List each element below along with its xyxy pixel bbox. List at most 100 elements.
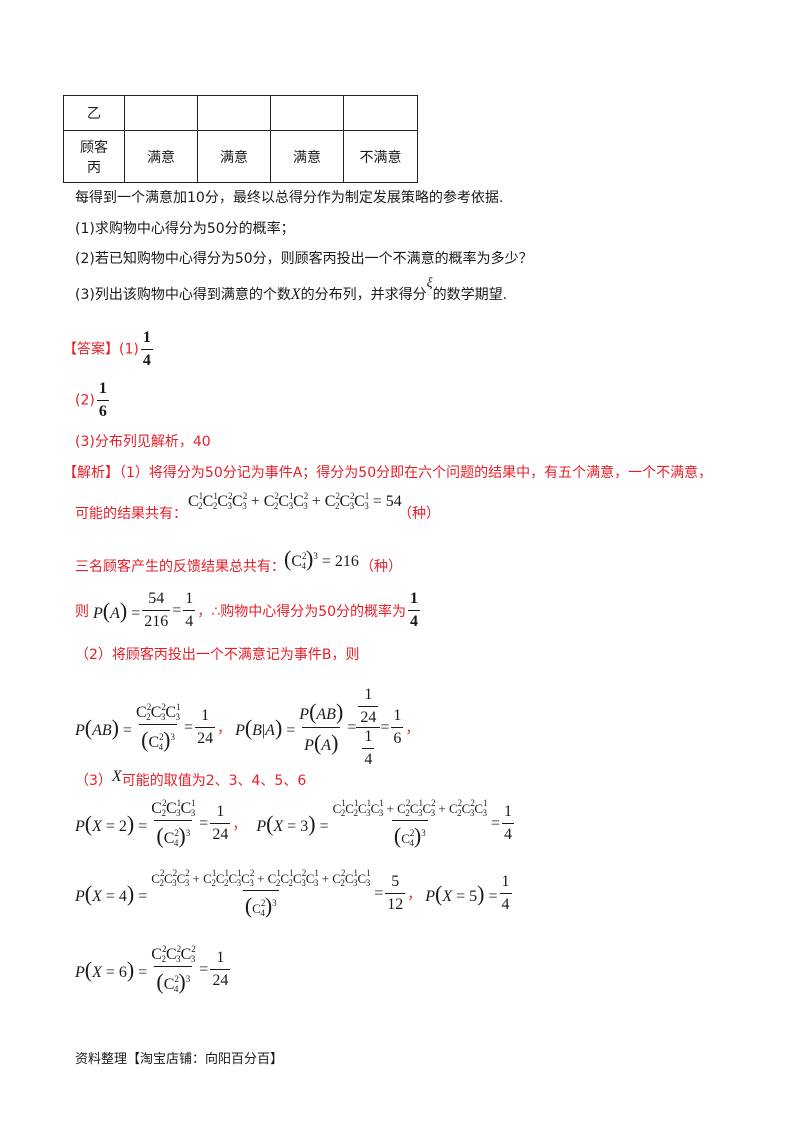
denominator: 4 <box>499 893 512 914</box>
analysis-text: 可能的结果共有： <box>75 506 187 522</box>
denominator: 216 <box>142 610 171 631</box>
numerator: 54 <box>148 590 165 607</box>
question-2: (2)若已知购物中心得分为50分，则顾客丙投出一个不满意的概率为多少？ <box>75 251 533 267</box>
analysis-line-1: 【解析】（1）将得分为50分记为事件A；得分为50分即在六个问题的结果中，有五个… <box>63 462 712 482</box>
table-cell: 满意 <box>270 130 344 183</box>
analysis-text: （3） <box>75 773 112 789</box>
table-cell <box>124 95 198 131</box>
denominator: 4 <box>140 349 153 370</box>
total-formula: (C24)3 = 216 <box>284 546 359 571</box>
fraction: C22C23C23 (C24)3 <box>151 944 196 994</box>
fraction: P(AB) P(A) <box>299 699 344 755</box>
denominator: 4 <box>362 748 375 769</box>
numerator: 1 <box>98 380 107 397</box>
answer-tag: 【答案】 <box>63 341 119 358</box>
intro-text: 每得到一个满意加10分，最终以总得分作为制定发展策略的参考依据. <box>75 190 504 206</box>
formula-result: = 54 <box>372 493 402 510</box>
question-3-text: (3)列出该购物中心得到满意的个数 <box>75 287 291 303</box>
numerator: 1 <box>393 707 402 724</box>
analysis-text: 则 <box>75 603 89 620</box>
table-cell <box>270 95 344 131</box>
fraction: C22C23C13 (C24)3 <box>136 702 181 752</box>
numerator: 1 <box>185 590 194 607</box>
table-cell: 满意 <box>124 130 198 183</box>
row-label-line: 丙 <box>87 159 101 176</box>
denominator: 12 <box>385 893 406 914</box>
numerator: 1 <box>201 707 210 724</box>
fraction: C22C23C23 + C12C12C13C23 + C12C12C23C13 … <box>151 868 371 918</box>
denominator: 4 <box>183 610 196 631</box>
table-row: 顾客丙 满意 满意 满意 不满意 <box>63 130 418 183</box>
analysis-text: 可能的取值为2、3、4、5、6 <box>121 773 307 789</box>
page-footer: 资料整理【淘宝店铺：向阳百分百】 <box>75 1052 284 1067</box>
table-cell: 满意 <box>197 130 271 183</box>
fraction: C22C13C13 (C24)3 <box>151 798 196 848</box>
numerator: 1 <box>364 686 373 703</box>
table-cell <box>343 95 418 131</box>
denominator: 4 <box>408 610 421 631</box>
denominator: 24 <box>195 727 216 748</box>
answer-prefix: (1) <box>119 341 139 358</box>
analysis-tag: 【解析】 <box>63 465 119 481</box>
question-3-text: 的分布列，并求得分 <box>300 287 427 303</box>
denominator: 24 <box>210 969 231 990</box>
var-x: X <box>111 768 122 785</box>
table-cell <box>197 95 271 131</box>
numerator: 1 <box>504 803 513 820</box>
denominator: 6 <box>96 400 109 421</box>
var-xi: ξ <box>426 276 433 291</box>
question-3-text: 的数学期望. <box>432 287 508 303</box>
numerator: 1 <box>410 590 419 607</box>
combination-sum-formula: C12C12C23C23 + C22C13C23 + C22C23C13 = 5… <box>188 491 402 511</box>
numerator: 1 <box>216 803 225 820</box>
fraction: C12C12C13C13 + C22C13C23 + C22C23C13 (C2… <box>332 798 488 848</box>
var-x: X <box>290 286 301 303</box>
table-row: 乙 <box>63 95 418 131</box>
unit-text: （种） <box>360 559 402 575</box>
numerator: 1 <box>364 728 373 745</box>
table-cell: 不满意 <box>343 130 418 183</box>
numerator: 5 <box>391 873 400 890</box>
numerator: 1 <box>216 949 225 966</box>
formula-result: = 216 <box>321 553 359 570</box>
analysis-text: （2）将顾客丙投出一个不满意记为事件B，则 <box>75 647 360 663</box>
denominator: 24 <box>358 706 379 727</box>
numerator: 1 <box>142 329 151 346</box>
question-3: (3)列出该购物中心得到满意的个数X的分布列，并求得分ξ的数学期望. <box>75 276 508 304</box>
answer-line-3: (3)分布列见解析，40 <box>75 434 211 450</box>
analysis-text: （1）将得分为50分记为事件A；得分为50分即在六个问题的结果中，有五个满意，一… <box>119 465 713 481</box>
denominator: 24 <box>210 823 231 844</box>
question-1: (1)求购物中心得分为50分的概率； <box>75 221 295 237</box>
denominator: 6 <box>391 727 404 748</box>
unit-text: （种） <box>398 506 440 522</box>
row-label: 顾客丙 <box>63 130 125 183</box>
row-label-line: 顾客 <box>80 139 108 156</box>
row-label: 乙 <box>63 95 125 131</box>
answer-prefix: (2) <box>75 392 95 409</box>
numerator: 1 <box>501 873 510 890</box>
denominator: 4 <box>502 823 515 844</box>
analysis-line-values: （3）X可能的取值为2、3、4、5、6 <box>75 768 307 790</box>
analysis-text: 三名顾客产生的反馈结果总共有： <box>75 559 285 575</box>
